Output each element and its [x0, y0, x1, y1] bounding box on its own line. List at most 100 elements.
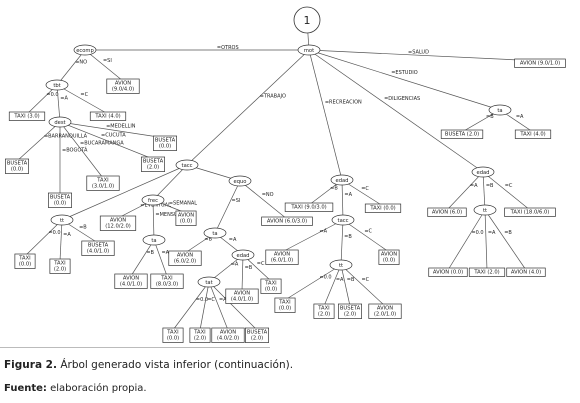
- attribute-node-edad_rec: edad: [330, 174, 354, 186]
- attribute-node-label: edad: [237, 253, 250, 259]
- edge-label: =A: [470, 183, 478, 189]
- edge-tt-taxi_tt0: [24, 219, 63, 257]
- leaf-node-avion_sib: AVION(6.0/2.0): [168, 250, 202, 266]
- attribute-node-ta_mensual: ta: [142, 234, 166, 246]
- edge-label: =BOGOTÁ: [62, 147, 88, 154]
- leaf-node-label: (0.0): [265, 287, 277, 293]
- leaf-node-label: TAXI (18.0/6.0): [510, 210, 550, 216]
- leaf-node-taxi_recc: TAXI (0.0): [364, 203, 402, 213]
- leaf-node-label: (0.0): [167, 336, 179, 342]
- edge-label: =A: [229, 237, 237, 243]
- attribute-node-tt_dil: tt: [473, 204, 497, 216]
- leaf-node-label: BUSETA: [50, 195, 71, 201]
- edge-tbt-taxi_tbt0: [26, 84, 58, 115]
- edge-dest-buseta_barr: [16, 121, 61, 162]
- leaf-node-label: TAXI: [96, 178, 109, 184]
- leaf-node-label: AVION (9.0/1.0): [520, 61, 560, 67]
- leaf-node-label: (0.0): [279, 306, 291, 312]
- edge-label: =SI: [232, 198, 241, 204]
- leaf-node-label: TAXI (4.0): [519, 132, 545, 138]
- leaf-node-avion_rttc: AVION(2.0/1.0): [368, 303, 402, 319]
- attribute-node-ecomp: ecomp: [73, 44, 97, 56]
- leaf-node-label: BUSETA (2.0): [445, 132, 479, 138]
- leaf-node-taxi_buc: TAXI(3.0/1.0): [86, 175, 120, 191]
- attribute-node-label: tt: [483, 208, 487, 214]
- leaf-node-label: AVION: [220, 330, 236, 336]
- edge-label: =NO: [75, 60, 87, 66]
- edge-label: =C: [505, 183, 513, 189]
- leaf-node-buseta_estb: BUSETA (2.0): [440, 129, 484, 139]
- leaf-node-buseta_ttb: BUSETA(4.0/1.0): [81, 240, 115, 256]
- leaf-node-label: TAXI: [264, 281, 277, 287]
- leaf-node-label: TAXI (4.0): [94, 114, 120, 120]
- edge-edad_dil-taxi_dilc: [482, 171, 531, 211]
- leaf-node-taxi_rtta: TAXI(2.0): [313, 303, 335, 319]
- attribute-node-edad_trab: edad: [231, 249, 255, 261]
- edge-tt_rec-buseta_rttb: [340, 264, 351, 307]
- edge-label: =A: [63, 232, 71, 238]
- leaf-node-label: (4.0/2.0): [217, 336, 239, 342]
- leaf-node-label: (0.0): [180, 219, 192, 225]
- caption-divider: [0, 347, 270, 348]
- attribute-node-frec: frec: [141, 194, 165, 206]
- leaf-node-label: TAXI: [317, 306, 330, 312]
- attribute-node-equo: equo: [228, 175, 252, 187]
- attribute-node-tt: tt: [50, 214, 74, 226]
- leaf-node-avion_no: AVION (6.0/3.0): [261, 216, 313, 226]
- attribute-node-ta_si: ta: [203, 227, 227, 239]
- leaf-node-taxi_taa: TAXI(8.0/3.0): [150, 273, 184, 289]
- edge-label: =C: [364, 228, 372, 234]
- edge-label: =0.0: [196, 297, 208, 303]
- edge-tat-taxi_tat0: [172, 281, 210, 331]
- edge-label: =B: [504, 230, 512, 236]
- edge-label: =A: [488, 230, 496, 236]
- leaf-node-label: TAXI: [166, 330, 179, 336]
- edge-label: =B: [347, 277, 355, 283]
- leaf-node-label: AVION: [377, 306, 393, 312]
- leaf-node-label: TAXI (9.0/3.0): [290, 205, 326, 211]
- edge-label: =MENSUAL: [155, 212, 184, 218]
- edge-label: =A: [161, 250, 169, 256]
- edge-label: =OTROS: [217, 45, 239, 51]
- edge-label: =SEMANAL: [169, 200, 197, 206]
- leaf-node-taxi_rtt0: TAXI(0.0): [274, 297, 296, 313]
- edge-edad_dil-avion_dila: [446, 171, 484, 211]
- leaf-node-avion_dtt0: AVION (0.0): [428, 267, 468, 277]
- edge-label: =A: [219, 297, 227, 303]
- edge-label: =EVENTUAL: [140, 203, 171, 209]
- page-number-text: 1: [304, 14, 311, 27]
- edge-label: =C: [361, 277, 369, 283]
- attribute-node-label: ta: [497, 108, 502, 114]
- decision-tree-diagram: =OTROS=SALUD=ESTUDIO=TRABAJO=RECREACION=…: [4, 6, 566, 343]
- attribute-node-label: equo: [234, 179, 247, 185]
- edge-label: =0.0: [471, 230, 483, 236]
- edge-mot-edad_dil: [308, 49, 484, 173]
- attribute-node-label: tacc: [182, 163, 193, 169]
- edge-label: =0.0: [48, 230, 60, 236]
- leaf-node-avion_dttb: AVION (4.0): [506, 267, 546, 277]
- edge-mot-tacc: [186, 49, 310, 166]
- leaf-node-taxi_recb: TAXI (9.0/3.0): [284, 202, 334, 212]
- leaf-node-label: (0.0): [159, 144, 171, 150]
- edge-label: =NO: [262, 192, 274, 198]
- leaf-node-label: AVION: [177, 253, 193, 259]
- leaf-node-label: (2.0): [318, 312, 330, 318]
- leaf-node-label: (0.0): [54, 201, 66, 207]
- leaf-node-label: (8.0/3.0): [156, 282, 178, 288]
- leaf-node-label: (2.0): [251, 336, 263, 342]
- leaf-node-label: TAXI: [278, 300, 291, 306]
- attribute-node-label: tat: [205, 280, 212, 286]
- edge-tbt-taxi_tbt1: [56, 84, 109, 115]
- edge-tacc-tt: [61, 164, 188, 221]
- leaf-node-buseta_barr: BUSETA(0.0): [4, 158, 29, 174]
- edge-tat-taxi_tatc: [199, 281, 210, 331]
- leaf-node-taxi_tbt0: TAXI (3.0): [8, 111, 46, 121]
- edge-label: =BUCARAMANGA: [80, 141, 124, 147]
- leaf-node-avion_tab: AVION(4.0/1.0): [114, 273, 148, 289]
- edge-label: =A: [336, 277, 344, 283]
- leaf-node-label: TAXI (2.0): [473, 270, 499, 276]
- leaf-node-label: (3.0/1.0): [92, 184, 114, 190]
- edge-tacc_rec-avion_racca: [281, 219, 344, 253]
- leaf-node-label: BUSETA: [143, 159, 164, 165]
- attribute-node-label: tt: [339, 263, 343, 269]
